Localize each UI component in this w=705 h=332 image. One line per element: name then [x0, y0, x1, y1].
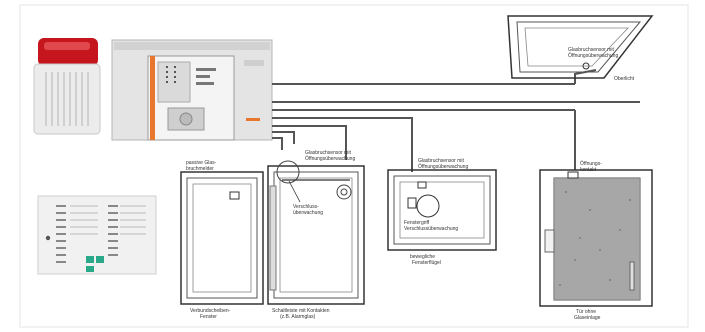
- window3-caption-2: Fensterflügel: [412, 260, 441, 266]
- window2-mid-label-2: überwachung: [293, 210, 323, 216]
- window1-top-label-2: bruchmelder: [186, 166, 214, 172]
- window2-caption-2: (z.B. Alarmglas): [280, 314, 315, 320]
- skylight-caption: Oberlicht: [614, 76, 634, 82]
- window2-top-label-2: Öffnungsüberwachung: [305, 156, 355, 162]
- window3-mid-label-2: Verschlussüberwachung: [404, 226, 458, 232]
- skylight-label-2: Öffnungsüberwachung: [568, 53, 618, 59]
- alarm-control-panel-icon: [112, 40, 272, 140]
- alarm-siren-icon: [34, 38, 100, 134]
- door-caption-2: Glaseinlage: [574, 315, 600, 321]
- window3-top-label-2: Öffnungsüberwachung: [418, 164, 468, 170]
- door-monitor-label-2: kontakt: [580, 167, 596, 173]
- door: [540, 170, 652, 306]
- indicator-tableau-icon: [38, 196, 156, 274]
- window1-caption-2: Fenster: [200, 314, 217, 320]
